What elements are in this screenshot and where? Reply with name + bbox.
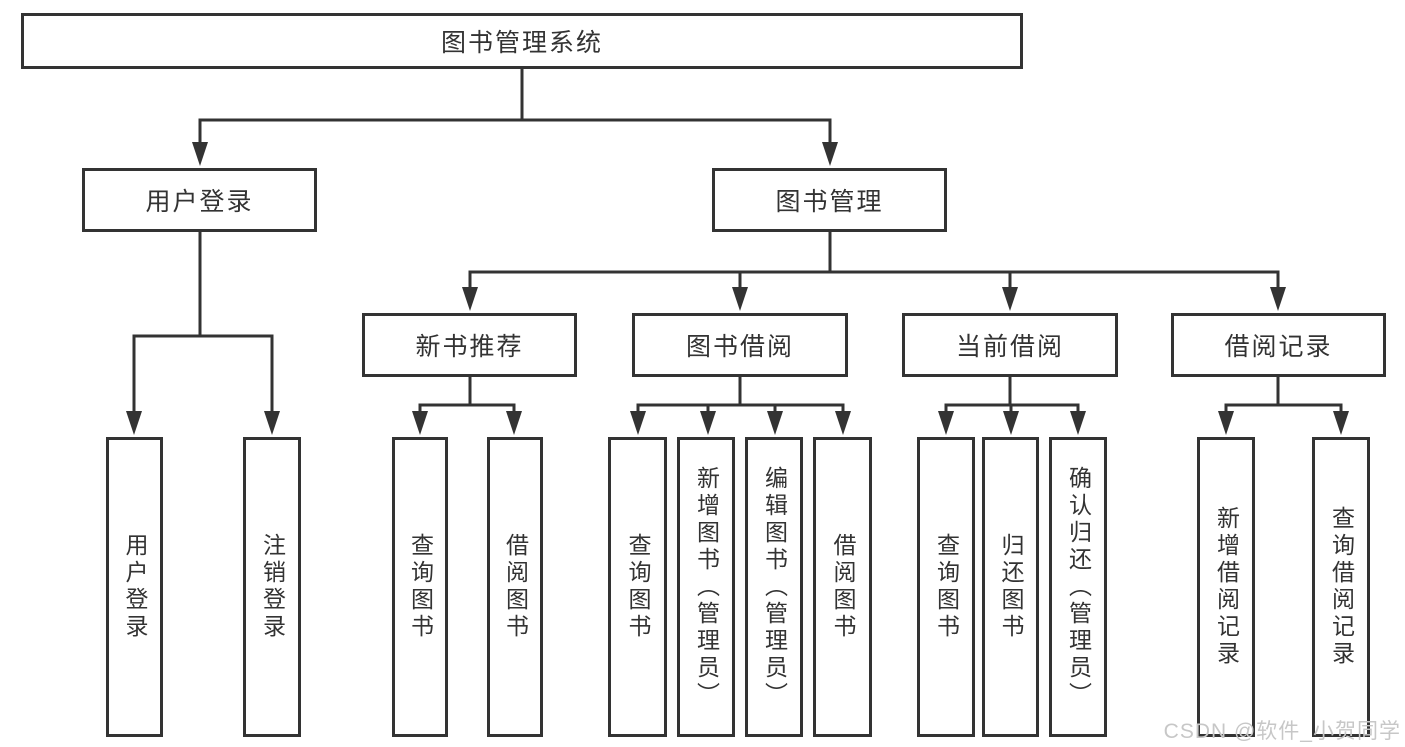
connector-userlogin-to-leaves xyxy=(126,232,280,435)
leaf-label: 编辑图书（管理员） xyxy=(761,465,788,709)
node-book-management: 图书管理 xyxy=(712,168,947,232)
leaf-label: 归还图书 xyxy=(998,533,1024,641)
node-label: 用户登录 xyxy=(145,188,254,216)
leaf-user-login: 用户登录 xyxy=(106,437,163,737)
node-borrow-records: 借阅记录 xyxy=(1171,313,1386,377)
leaf-label: 查询图书 xyxy=(625,533,651,641)
connector-root-to-level1 xyxy=(192,69,838,166)
leaf-label: 新增图书（管理员） xyxy=(693,465,720,709)
node-user-login: 用户登录 xyxy=(82,168,317,232)
leaf-add-borrow-record: 新增借阅记录 xyxy=(1197,437,1255,737)
node-label: 当前借阅 xyxy=(955,333,1064,361)
leaf-return-book: 归还图书 xyxy=(982,437,1039,737)
connector-records-to-leaves xyxy=(1218,377,1349,435)
leaf-label: 借阅图书 xyxy=(502,533,529,641)
node-label: 借阅记录 xyxy=(1224,333,1333,361)
leaf-label: 注销登录 xyxy=(259,533,286,641)
connector-bookmgmt-to-groups xyxy=(462,232,1286,311)
node-label: 图书管理系统 xyxy=(440,29,603,57)
leaf-label: 确认归还（管理员） xyxy=(1065,465,1092,709)
node-root: 图书管理系统 xyxy=(21,13,1023,69)
leaf-label: 查询借阅记录 xyxy=(1328,506,1355,668)
leaf-add-book-admin: 新增图书（管理员） xyxy=(677,437,735,737)
leaf-query-books-current: 查询图书 xyxy=(917,437,975,737)
leaf-label: 查询图书 xyxy=(933,533,960,641)
connector-bookborrow-to-leaves xyxy=(630,377,851,435)
watermark: CSDN @软件_小贺同学 xyxy=(1163,720,1401,743)
node-label: 图书借阅 xyxy=(685,333,794,361)
connector-newbook-to-leaves xyxy=(412,377,522,435)
leaf-query-books-recommend: 查询图书 xyxy=(392,437,448,737)
leaf-edit-book-admin: 编辑图书（管理员） xyxy=(745,437,803,737)
leaf-label: 新增借阅记录 xyxy=(1213,506,1240,668)
node-label: 图书管理 xyxy=(775,188,884,216)
leaf-confirm-return-admin: 确认归还（管理员） xyxy=(1049,437,1107,737)
leaf-label: 用户登录 xyxy=(122,533,148,641)
leaf-logout: 注销登录 xyxy=(243,437,301,737)
node-label: 新书推荐 xyxy=(415,333,524,361)
node-new-book-recommend: 新书推荐 xyxy=(362,313,577,377)
node-book-borrow: 图书借阅 xyxy=(632,313,848,377)
leaf-borrow-books-recommend: 借阅图书 xyxy=(487,437,543,737)
connector-currentborrow-to-leaves xyxy=(938,377,1086,435)
leaf-query-books-borrow: 查询图书 xyxy=(608,437,667,737)
leaf-label: 查询图书 xyxy=(407,533,434,641)
leaf-label: 借阅图书 xyxy=(830,533,856,641)
leaf-borrow-books: 借阅图书 xyxy=(813,437,872,737)
leaf-query-borrow-record: 查询借阅记录 xyxy=(1312,437,1370,737)
node-current-borrow: 当前借阅 xyxy=(902,313,1118,377)
